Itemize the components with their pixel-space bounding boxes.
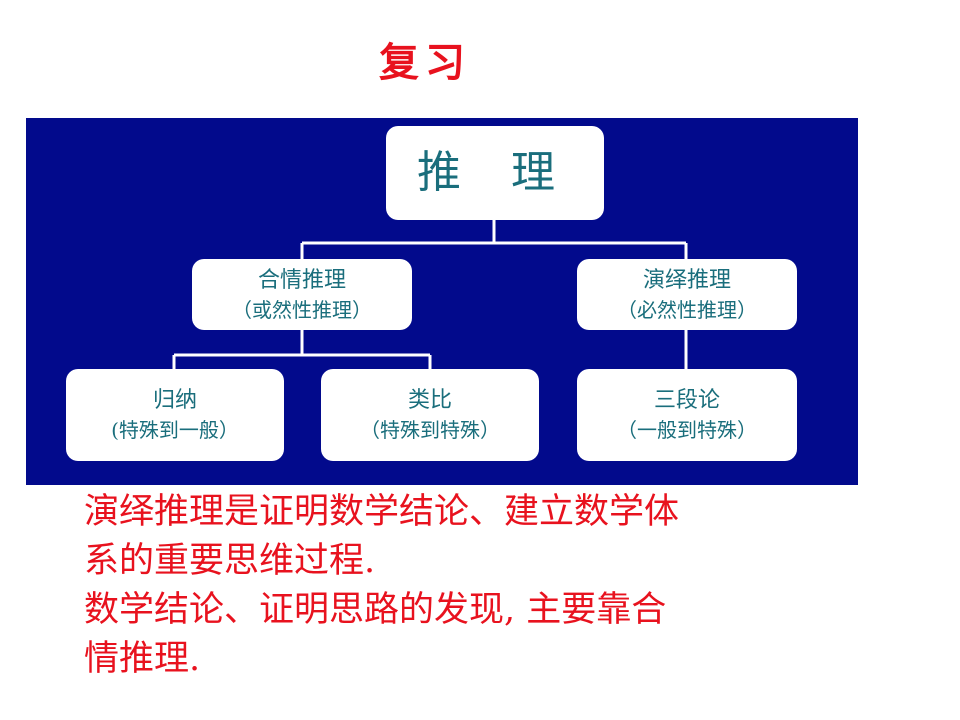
node-induction-sub: (特殊到一般） xyxy=(111,418,239,442)
node-plausible-reasoning-label: 合情推理 xyxy=(257,267,346,293)
node-syllogism-sub: （一般到特殊） xyxy=(617,418,757,442)
slide-title: 复习 xyxy=(379,40,471,86)
node-induction: 归纳 (特殊到一般） xyxy=(66,369,284,461)
node-reasoning-label: 推 理 xyxy=(417,147,573,198)
summary-line-4: 情推理. xyxy=(84,639,201,679)
node-reasoning: 推 理 xyxy=(386,126,604,220)
node-plausible-reasoning-sub: （或然性推理） xyxy=(232,297,372,322)
node-analogy: 类比 （特殊到特殊） xyxy=(321,369,539,461)
node-analogy-label: 类比 xyxy=(407,388,452,413)
connector-lines xyxy=(172,220,688,369)
node-deductive-reasoning-label: 演绎推理 xyxy=(642,267,731,293)
reasoning-tree-diagram: 推 理 合情推理 （或然性推理） 演绎推理 （必然性推理） 归纳 (特殊到一般）… xyxy=(26,118,858,485)
summary-text: 演绎推理是证明数学结论、建立数学体 系的重要思维过程. 数学结论、证明思路的发现… xyxy=(84,488,844,684)
node-deductive-reasoning-sub: （必然性推理） xyxy=(617,297,757,322)
node-plausible-reasoning: 合情推理 （或然性推理） xyxy=(192,259,412,330)
summary-line-3: 数学结论、证明思路的发现, 主要靠合 xyxy=(84,590,667,630)
summary-line-1: 演绎推理是证明数学结论、建立数学体 xyxy=(84,492,680,532)
node-syllogism: 三段论 （一般到特殊） xyxy=(577,369,797,461)
node-deductive-reasoning: 演绎推理 （必然性推理） xyxy=(577,259,797,330)
summary-line-2: 系的重要思维过程. xyxy=(84,541,376,581)
node-induction-label: 归纳 xyxy=(152,388,197,413)
node-analogy-sub: （特殊到特殊） xyxy=(360,418,500,442)
node-syllogism-label: 三段论 xyxy=(653,388,720,413)
